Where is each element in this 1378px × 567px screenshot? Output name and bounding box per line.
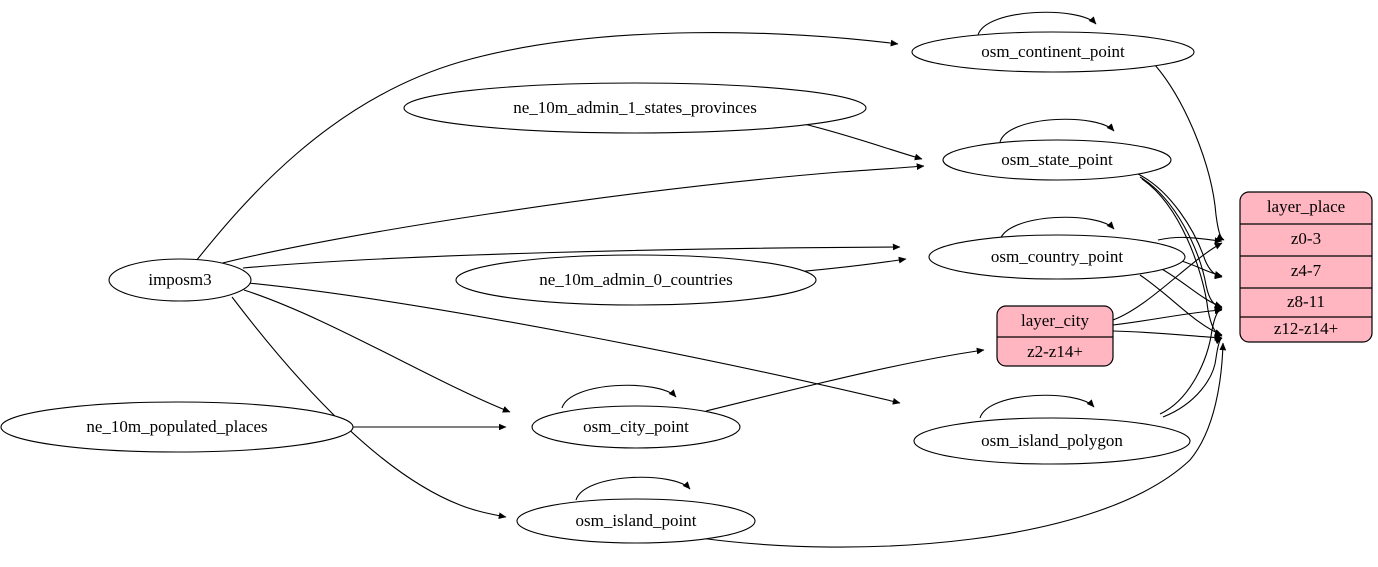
node-osm-island-polygon[interactable]: osm_island_polygon xyxy=(913,417,1191,465)
node-osm-state-point[interactable]: osm_state_point xyxy=(942,139,1172,181)
edges-layer xyxy=(195,11,1227,548)
record-layer-place[interactable]: layer_place z0-3 z4-7 z8-11 z12-z14+ xyxy=(1239,191,1373,343)
record-layer-place-row-z4-7[interactable]: z4-7 xyxy=(1291,261,1322,280)
edge-osm-continent-point-to-layer-place-z0-3 xyxy=(1154,64,1225,241)
edge-self-loop-osm-island-point xyxy=(575,476,691,501)
edge-imposm3-to-osm-island-point xyxy=(231,296,507,519)
record-layer-city-header: layer_city xyxy=(1021,311,1089,330)
record-layer-city-row-z2-z14[interactable]: z2-z14+ xyxy=(1027,342,1083,361)
record-layer-place-row-z0-3[interactable]: z0-3 xyxy=(1291,229,1321,248)
edge-self-loop-osm-state-point xyxy=(999,118,1115,143)
edge-osm-city-point-to-layer-city-z2-z14 xyxy=(705,347,985,412)
node-osm-continent-point[interactable]: osm_continent_point xyxy=(911,31,1195,73)
node-ne-10m-admin-0-countries[interactable]: ne_10m_admin_0_countries xyxy=(455,254,817,306)
node-ne-10m-populated-places[interactable]: ne_10m_populated_places xyxy=(0,401,354,453)
node-osm-island-polygon-label: osm_island_polygon xyxy=(981,431,1123,450)
node-osm-state-point-label: osm_state_point xyxy=(1001,150,1113,169)
edge-self-loop-osm-country-point xyxy=(999,216,1115,241)
node-ne-10m-admin-0-label: ne_10m_admin_0_countries xyxy=(539,270,733,289)
node-osm-city-point[interactable]: osm_city_point xyxy=(531,405,741,449)
edge-osm-island-polygon-to-layer-place-z8-11 xyxy=(1159,307,1223,415)
edge-osm-country-point-to-layer-place-z12-z14 xyxy=(1139,274,1223,336)
edge-ne-admin0-to-osm-country-point xyxy=(795,256,907,273)
records-layer: layer_place z0-3 z4-7 z8-11 z12-z14+ lay… xyxy=(996,191,1373,367)
node-osm-country-point[interactable]: osm_country_point xyxy=(928,234,1186,280)
node-ne-10m-admin-1-label: ne_10m_admin_1_states_provinces xyxy=(513,98,757,117)
edge-self-loop-osm-island-polygon xyxy=(979,394,1095,419)
edge-ne-admin1-to-osm-state-point xyxy=(799,122,923,161)
node-imposm3[interactable]: imposm3 xyxy=(108,258,252,302)
edge-osm-island-polygon-to-layer-place-z12-z14 xyxy=(1162,337,1223,418)
edge-layer-city-to-layer-place-z12-z14 xyxy=(1112,330,1223,341)
edge-self-loop-osm-continent-point xyxy=(977,11,1097,36)
edge-imposm3-to-osm-state-point xyxy=(214,163,925,266)
node-osm-city-point-label: osm_city_point xyxy=(583,417,689,436)
edge-layer-city-to-layer-place-z8-11 xyxy=(1112,307,1223,326)
node-osm-island-point-label: osm_island_point xyxy=(576,511,697,530)
node-osm-country-point-label: osm_country_point xyxy=(991,247,1123,266)
node-osm-island-point[interactable]: osm_island_point xyxy=(516,498,756,544)
record-layer-place-row-z8-11[interactable]: z8-11 xyxy=(1287,292,1325,311)
node-imposm3-label: imposm3 xyxy=(148,270,211,289)
record-layer-place-header: layer_place xyxy=(1267,197,1345,216)
nodes-layer: imposm3 ne_10m_populated_places ne_10m_a… xyxy=(0,31,1195,544)
node-osm-continent-point-label: osm_continent_point xyxy=(981,42,1125,61)
edge-osm-island-point-to-layer-place-z12-z14 xyxy=(699,342,1227,548)
edge-imposm3-to-osm-country-point xyxy=(242,243,901,269)
edge-imposm3-to-osm-continent-point xyxy=(195,32,899,262)
edge-imposm3-to-osm-city-point xyxy=(243,289,511,413)
record-layer-place-row-z12-z14[interactable]: z12-z14+ xyxy=(1274,319,1338,338)
node-ne-10m-populated-places-label: ne_10m_populated_places xyxy=(86,417,267,436)
node-ne-10m-admin-1-states-provinces[interactable]: ne_10m_admin_1_states_provinces xyxy=(403,82,867,134)
edge-self-loop-osm-city-point xyxy=(561,384,677,409)
edge-layer-city-to-layer-place-z0-3 xyxy=(1112,242,1223,321)
edge-osm-country-point-to-layer-place-z0-3 xyxy=(1157,236,1223,244)
record-layer-city[interactable]: layer_city z2-z14+ xyxy=(996,305,1114,367)
edge-osm-country-point-to-layer-place-z8-11 xyxy=(1159,267,1223,308)
